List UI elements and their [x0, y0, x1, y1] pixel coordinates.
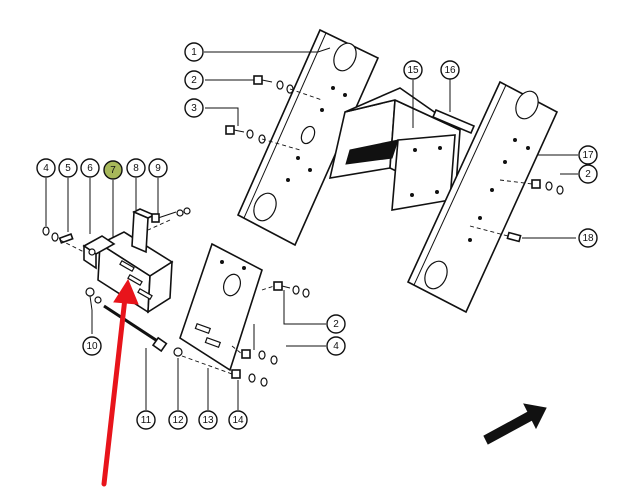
- callout-c17: 17: [578, 145, 598, 165]
- callout-c3: 3: [184, 98, 204, 118]
- nuts-10: [85, 287, 102, 304]
- callout-c14: 14: [228, 410, 248, 430]
- callout-label: 11: [141, 415, 152, 426]
- bolt-set-4-lower: [241, 349, 278, 365]
- bolt-set-14: [231, 369, 268, 387]
- callout-circle: [36, 158, 56, 178]
- callout-label: 8: [133, 163, 139, 174]
- callout-label: 7: [110, 165, 116, 176]
- mounting-plate-13: [179, 242, 263, 372]
- angle-bracket-8: [131, 208, 156, 254]
- strip-16: [431, 108, 476, 135]
- callout-label: 18: [582, 233, 594, 244]
- callout-circle: [403, 60, 423, 80]
- callout-circle: [136, 410, 156, 430]
- callout-label: 10: [86, 341, 98, 352]
- mounting-plate-17: [406, 80, 559, 314]
- callout-circle: [184, 98, 204, 118]
- pin-18: [506, 231, 522, 243]
- bolt-set-3: [225, 125, 266, 144]
- callout-c1: 1: [184, 42, 204, 62]
- callout-circle: [578, 164, 598, 184]
- clamp-part-6: [82, 235, 116, 270]
- callout-c12: 12: [168, 410, 188, 430]
- callout-label: 4: [43, 163, 49, 174]
- callout-c2c: 2: [326, 314, 346, 334]
- callout-circle: [80, 158, 100, 178]
- bolt-set-2-top: [253, 75, 294, 94]
- callout-label: 2: [585, 169, 591, 180]
- callout-label: 15: [407, 65, 419, 76]
- callout-circle: [326, 314, 346, 334]
- callout-label: 2: [333, 319, 339, 330]
- callout-c11: 11: [136, 410, 156, 430]
- callout-label: 16: [444, 65, 456, 76]
- callout-c15: 15: [403, 60, 423, 80]
- callout-circle: [184, 42, 204, 62]
- leader-lines: [45, 47, 578, 410]
- callout-label: 9: [155, 163, 161, 174]
- bolt-set-2-right: [531, 179, 564, 195]
- assembly-lines: [59, 88, 533, 375]
- callout-c9: 9: [148, 158, 168, 178]
- callout-circle: [578, 228, 598, 248]
- callout-label: 2: [191, 75, 197, 86]
- callout-c8: 8: [126, 158, 146, 178]
- callout-circle: [82, 336, 102, 356]
- direction-arrow-icon: [483, 403, 547, 445]
- center-bracket-15: [328, 87, 461, 211]
- callout-circle: [326, 336, 346, 356]
- callout-c18: 18: [578, 228, 598, 248]
- callout-label: 14: [232, 415, 244, 426]
- callout-label: 17: [582, 150, 594, 161]
- callout-label: 5: [65, 163, 71, 174]
- callout-c13: 13: [198, 410, 218, 430]
- mounting-plate-1: [236, 28, 380, 247]
- callout-c4b: 4: [326, 336, 346, 356]
- callout-label: 13: [202, 415, 214, 426]
- channel-bracket-7: [97, 231, 174, 314]
- callout-label: 12: [172, 415, 184, 426]
- callout-label: 3: [191, 103, 197, 114]
- bolt-set-2-lower: [273, 281, 310, 298]
- callout-circle: [58, 158, 78, 178]
- callout-c2b: 2: [578, 164, 598, 184]
- callout-c2a: 2: [184, 70, 204, 90]
- callout-circle: [184, 70, 204, 90]
- callout-label: 1: [191, 47, 197, 58]
- callout-label: 4: [333, 341, 339, 352]
- callout-c7: 7: [103, 160, 123, 180]
- callout-circle: [148, 158, 168, 178]
- callout-c5: 5: [58, 158, 78, 178]
- callout-circle: [168, 410, 188, 430]
- callout-circle: [440, 60, 460, 80]
- bolt-9: [151, 207, 191, 223]
- callout-circle: [228, 410, 248, 430]
- callout-c10: 10: [82, 336, 102, 356]
- callout-c4a: 4: [36, 158, 56, 178]
- callout-c16: 16: [440, 60, 460, 80]
- red-annotation-arrow-icon: [101, 278, 139, 487]
- callout-circle: [103, 160, 123, 180]
- callout-label: 6: [87, 163, 93, 174]
- callout-circle: [198, 410, 218, 430]
- callout-c6: 6: [80, 158, 100, 178]
- callout-circle: [126, 158, 146, 178]
- long-bolt-11: [103, 304, 168, 353]
- nut-12: [173, 347, 183, 357]
- callout-circle: [578, 145, 598, 165]
